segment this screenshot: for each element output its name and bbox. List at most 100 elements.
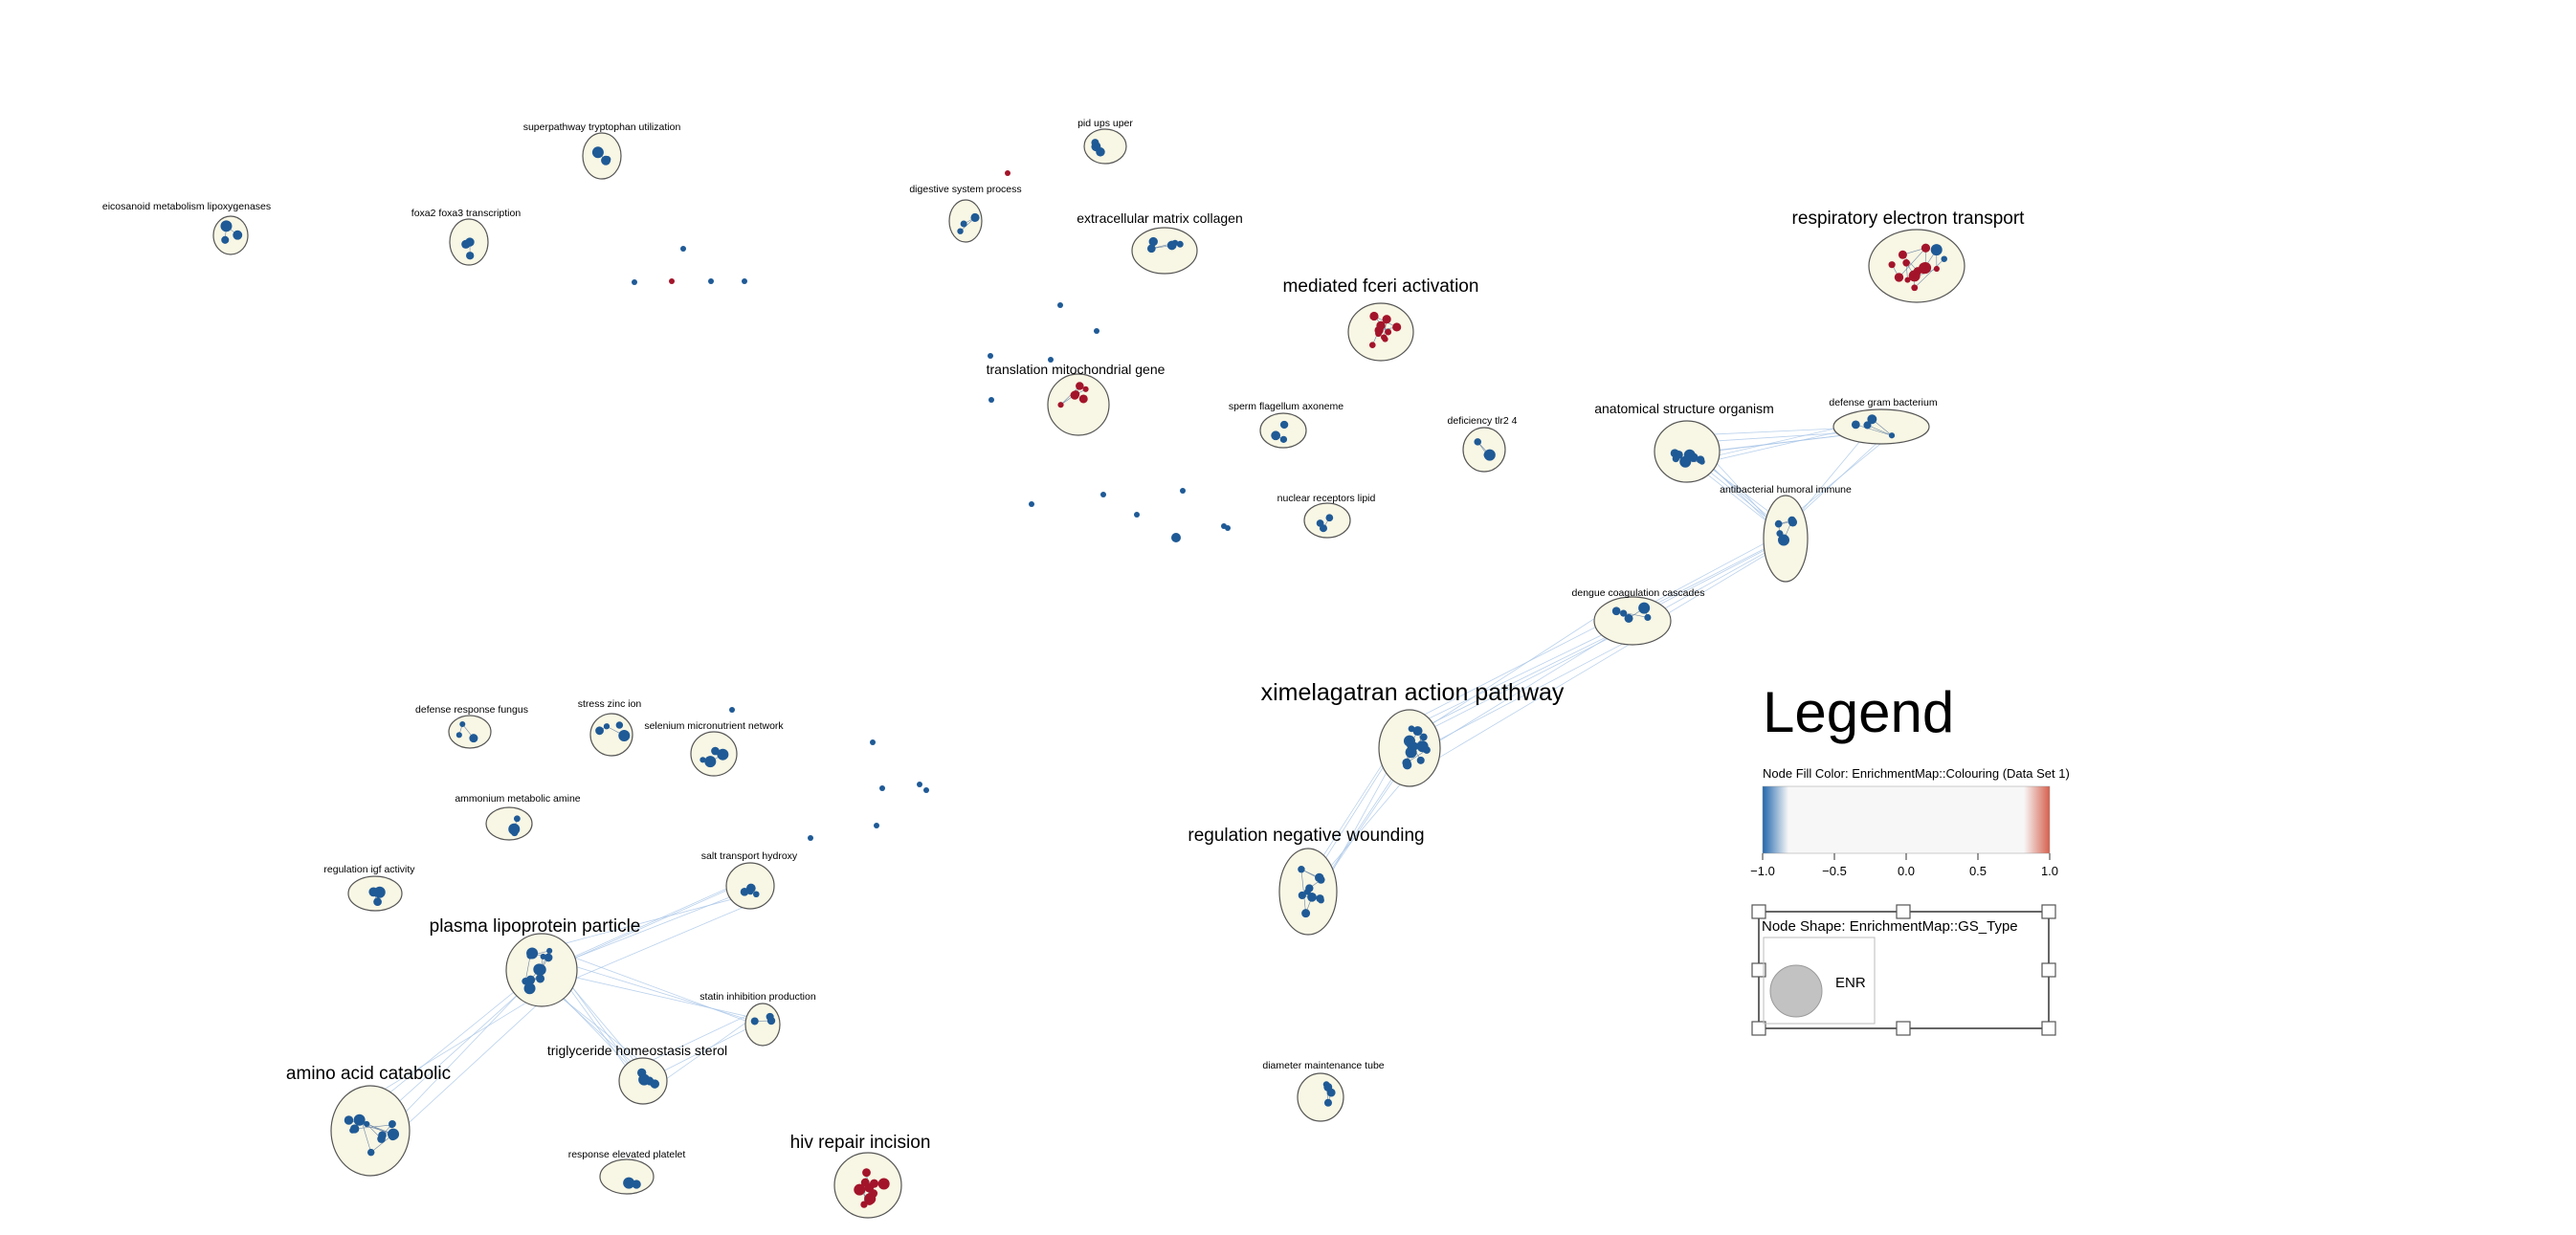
gene-set-node[interactable] [603,723,611,730]
gene-set-node[interactable] [766,1016,776,1025]
cluster-response-elevated-platelet[interactable]: response elevated platelet [568,1149,686,1195]
gene-set-node[interactable] [1679,455,1692,468]
gene-set-node[interactable] [1405,746,1417,759]
gene-set-node[interactable] [364,1120,370,1128]
gene-set-node[interactable] [1279,420,1289,430]
cluster-sperm-flagellum-axoneme[interactable]: sperm flagellum axoneme [1229,401,1344,449]
cluster-defense-response-fungus[interactable]: defense response fungus [415,704,528,749]
gene-set-node[interactable] [1898,250,1907,259]
gene-set-node[interactable] [1382,315,1391,324]
resize-handle[interactable] [2041,904,2056,919]
gene-set-node[interactable] [615,721,624,729]
gene-set-node[interactable] [540,953,546,959]
gene-set-node[interactable] [536,964,545,975]
gene-set-node[interactable] [870,739,876,745]
gene-set-node[interactable] [469,734,478,743]
cluster-hiv-repair-incision[interactable]: hiv repair incision [790,1133,931,1219]
gene-set-node[interactable] [536,974,545,983]
gene-set-node[interactable] [860,1178,870,1187]
gene-set-node[interactable] [1057,402,1064,408]
resize-handle[interactable] [1751,1021,1766,1036]
gene-set-node[interactable] [455,732,462,739]
gene-set-node[interactable] [623,1177,635,1189]
resize-handle[interactable] [2041,962,2056,978]
gene-set-node[interactable] [523,982,536,995]
gene-set-node[interactable] [373,897,382,907]
gene-set-node[interactable] [1778,534,1790,546]
gene-set-node[interactable] [1171,533,1181,542]
gene-set-node[interactable] [1863,421,1872,430]
gene-set-node[interactable] [546,947,553,954]
cluster-regulation-igf-activity[interactable]: regulation igf activity [323,864,415,912]
gene-set-node[interactable] [1091,139,1099,147]
gene-set-node[interactable] [1619,609,1628,617]
gene-set-node[interactable] [717,748,729,761]
gene-set-node[interactable] [544,953,553,962]
gene-set-node[interactable] [742,278,747,284]
gene-set-node[interactable] [344,1115,354,1125]
gene-set-node[interactable] [513,815,521,823]
gene-set-node[interactable] [221,235,230,244]
gene-set-node[interactable] [854,1183,866,1196]
gene-set-node[interactable] [1930,244,1943,256]
gene-set-node[interactable] [353,1114,366,1126]
cluster-nuclear-receptors-lipid[interactable]: nuclear receptors lipid [1277,493,1376,539]
gene-set-node[interactable] [1689,452,1699,462]
gene-set-node[interactable] [1134,512,1140,518]
gene-set-node[interactable] [1774,519,1783,528]
gene-set-node[interactable] [700,757,706,763]
cluster-digestive-system-process[interactable]: digestive system process [909,184,1022,243]
gene-set-node[interactable] [1888,261,1896,269]
gene-set-node[interactable] [808,835,813,841]
gene-set-node[interactable] [1316,519,1324,527]
cluster-plasma-lipoprotein-particle[interactable]: plasma lipoprotein particle [430,916,641,1007]
gene-set-node[interactable] [1699,458,1705,465]
gene-set-node[interactable] [1920,261,1932,274]
gene-set-node[interactable] [1913,267,1922,276]
gene-set-node[interactable] [1408,725,1415,733]
gene-set-node[interactable] [1298,865,1305,873]
legend-shape-box[interactable]: Node Shape: EnrichmentMap::GS_Type ENR [1751,904,2056,1036]
gene-set-node[interactable] [1082,386,1089,392]
gene-set-node[interactable] [869,1189,878,1198]
cluster-statin-inhibition-production[interactable]: statin inhibition production [700,991,816,1047]
cluster-salt-transport-hydroxy[interactable]: salt transport hydroxy [701,850,798,910]
gene-set-node[interactable] [1851,420,1860,430]
resize-handle[interactable] [1896,1021,1911,1036]
resize-handles[interactable] [1751,904,2056,1036]
gene-set-node[interactable] [1392,322,1402,332]
gene-set-node[interactable] [1624,613,1633,623]
gene-set-node[interactable] [1921,243,1931,253]
gene-set-node[interactable] [1029,501,1034,507]
cluster-diameter-maintenance-tube[interactable]: diameter maintenance tube [1262,1060,1385,1122]
gene-set-node[interactable] [378,1131,387,1140]
gene-set-node[interactable] [349,1127,356,1134]
gene-set-node[interactable] [1376,320,1386,331]
gene-set-node[interactable] [1048,357,1054,363]
gene-set-node[interactable] [970,212,980,222]
gene-set-node[interactable] [1307,892,1317,902]
cluster-translation-mitochondrial-gene[interactable]: translation mitochondrial gene [987,362,1166,436]
gene-set-node[interactable] [1298,891,1306,900]
gene-set-node[interactable] [704,756,717,768]
gene-set-node[interactable] [1323,1098,1332,1107]
gene-set-node[interactable] [988,353,993,359]
gene-set-node[interactable] [461,239,471,249]
gene-set-node[interactable] [1894,273,1904,282]
gene-set-node[interactable] [220,220,233,232]
gene-set-node[interactable] [632,279,637,285]
gene-set-node[interactable] [862,1168,871,1178]
gene-set-node[interactable] [960,220,967,228]
resize-handle[interactable] [2041,1021,2056,1036]
cluster-extracellular-matrix-collagen[interactable]: extracellular matrix collagen [1077,210,1243,275]
gene-set-node[interactable] [729,707,735,713]
gene-set-node[interactable] [1076,382,1084,390]
gene-set-node[interactable] [233,230,243,240]
gene-set-node[interactable] [923,787,929,793]
gene-set-node[interactable] [389,1119,396,1128]
gene-set-node[interactable] [595,726,604,736]
gene-set-node[interactable] [1419,733,1428,741]
gene-set-node[interactable] [669,278,675,284]
gene-set-node[interactable] [1325,514,1334,522]
gene-set-node[interactable] [1403,735,1415,747]
